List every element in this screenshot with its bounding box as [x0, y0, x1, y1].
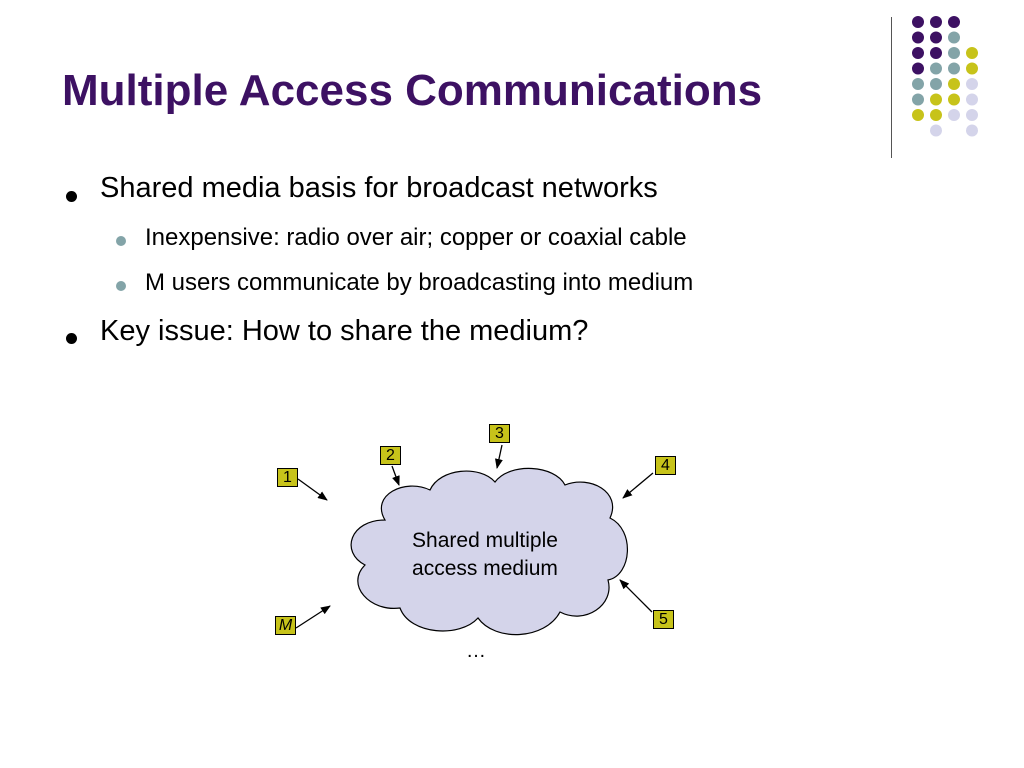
decorative-dot — [912, 93, 924, 106]
decorative-dot — [930, 16, 942, 28]
decorative-dot — [948, 31, 960, 44]
shared-medium-cloud — [350, 467, 628, 636]
decorative-dot — [912, 62, 924, 75]
decorative-dot — [930, 78, 942, 90]
decorative-dot — [948, 62, 960, 75]
arrow-node-5 — [619, 579, 653, 613]
arrow-node-2 — [391, 465, 400, 486]
decorative-dot — [930, 62, 942, 75]
arrow-node-3 — [495, 444, 503, 469]
decorative-dot — [930, 109, 942, 121]
decorative-dot — [966, 62, 978, 75]
arrow-node-m — [295, 605, 331, 629]
header-divider-line — [891, 17, 892, 158]
decorative-dot — [912, 109, 924, 121]
decorative-dot — [948, 47, 960, 59]
cloud-label-line-2: access medium — [412, 557, 558, 580]
decorative-dot — [912, 16, 924, 28]
cloud-label: Shared multiple access medium — [385, 527, 585, 583]
decorative-dot — [966, 47, 978, 59]
decorative-dot — [948, 16, 960, 28]
decorative-dot — [930, 124, 942, 137]
decorative-dot — [948, 109, 960, 121]
station-node-5: 5 — [653, 610, 674, 629]
arrow-node-1 — [297, 478, 328, 501]
more-stations-ellipsis: … — [466, 640, 486, 662]
decorative-dot — [966, 78, 978, 90]
decorative-dot — [966, 109, 978, 121]
decorative-dot — [930, 93, 942, 106]
decorative-dot — [948, 93, 960, 106]
decorative-dot — [930, 31, 942, 44]
station-node-m: M — [275, 616, 296, 635]
station-node-4: 4 — [655, 456, 676, 475]
station-node-2: 2 — [380, 446, 401, 465]
decorative-dot — [966, 124, 978, 137]
cloud-label-line-1: Shared multiple — [412, 529, 558, 552]
slide-title: Multiple Access Communications — [62, 66, 763, 115]
decorative-dot — [912, 78, 924, 90]
station-node-1: 1 — [277, 468, 298, 487]
arrow-node-4 — [622, 472, 654, 499]
decorative-dot — [912, 47, 924, 59]
decorative-dot — [930, 47, 942, 59]
decorative-dot-grid — [912, 16, 978, 137]
decorative-dot — [912, 31, 924, 44]
station-node-3: 3 — [489, 424, 510, 443]
decorative-dot — [966, 93, 978, 106]
decorative-dot — [948, 78, 960, 90]
